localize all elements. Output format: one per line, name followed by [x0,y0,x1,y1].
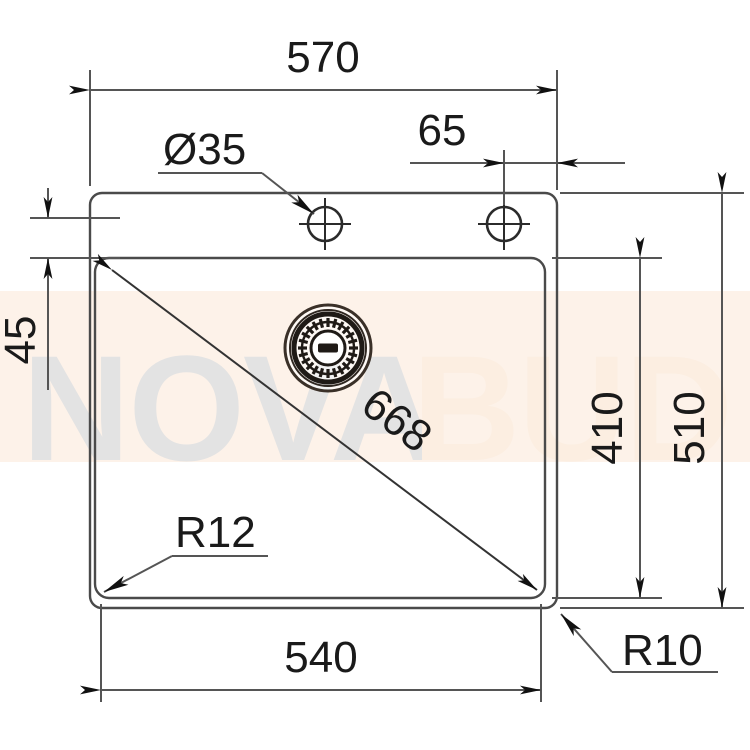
dimension-outer-radius: R10 [560,613,718,675]
tap-hole-left [299,198,351,250]
dimension-overall-width: 570 [69,33,558,186]
dimension-flange-top: 45 [0,188,120,390]
dimension-bowl-width: 540 [80,604,542,702]
dim-label-570: 570 [286,33,359,82]
tap-hole-right [478,198,530,250]
leader-line-r12 [103,555,173,593]
dim-label-540: 540 [284,633,357,682]
leader-line-r10 [560,613,613,673]
dimension-tap-hole-spacing: 65 [410,106,625,205]
tap-holes-group [299,198,530,250]
dim-label-r12: R12 [175,508,256,557]
leader-line-d35 [261,172,315,215]
sink-outer-flange [88,191,559,610]
dimension-overall-height: 510 [560,172,744,609]
dim-label-45: 45 [0,316,45,365]
drain-strainer [283,303,373,393]
dim-label-65: 65 [418,106,467,155]
dim-label-410: 410 [583,391,632,464]
dimension-inner-radius: R12 [103,508,268,593]
dim-label-510: 510 [665,391,714,464]
dim-label-d35: Ø35 [163,125,246,174]
dimension-tap-hole-diameter: Ø35 [158,125,315,215]
dimension-bowl-height: 410 [552,237,662,599]
dim-line-668 [92,253,538,591]
dim-label-r10: R10 [622,626,703,675]
